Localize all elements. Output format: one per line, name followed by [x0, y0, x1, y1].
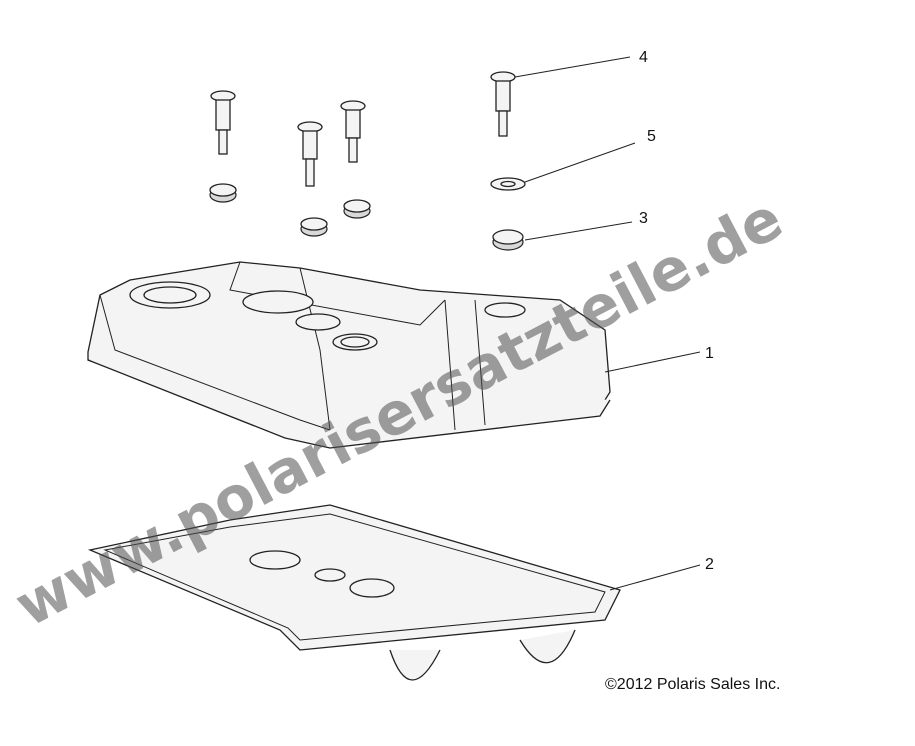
grommet	[209, 183, 237, 203]
callout-2: 2	[705, 556, 714, 573]
leader-line-1	[604, 351, 701, 373]
bolt	[297, 121, 323, 187]
callout-3: 3	[639, 210, 648, 227]
leader-line-2	[609, 564, 701, 591]
grommet	[300, 217, 328, 237]
grommet	[343, 199, 371, 219]
bolt	[340, 100, 366, 163]
callout-1: 1	[705, 345, 714, 362]
callout-4: 4	[639, 49, 648, 66]
washer	[490, 177, 526, 191]
bolt	[490, 71, 516, 137]
gasket	[87, 504, 621, 681]
valve-cover	[87, 261, 611, 449]
leader-line-3	[524, 221, 633, 241]
callout-5: 5	[647, 128, 656, 145]
copyright-text: ©2012 Polaris Sales Inc.	[605, 676, 781, 693]
leader-line-4	[514, 56, 631, 78]
grommet	[492, 229, 524, 251]
leader-line-5	[524, 142, 636, 183]
bolt	[210, 90, 236, 155]
